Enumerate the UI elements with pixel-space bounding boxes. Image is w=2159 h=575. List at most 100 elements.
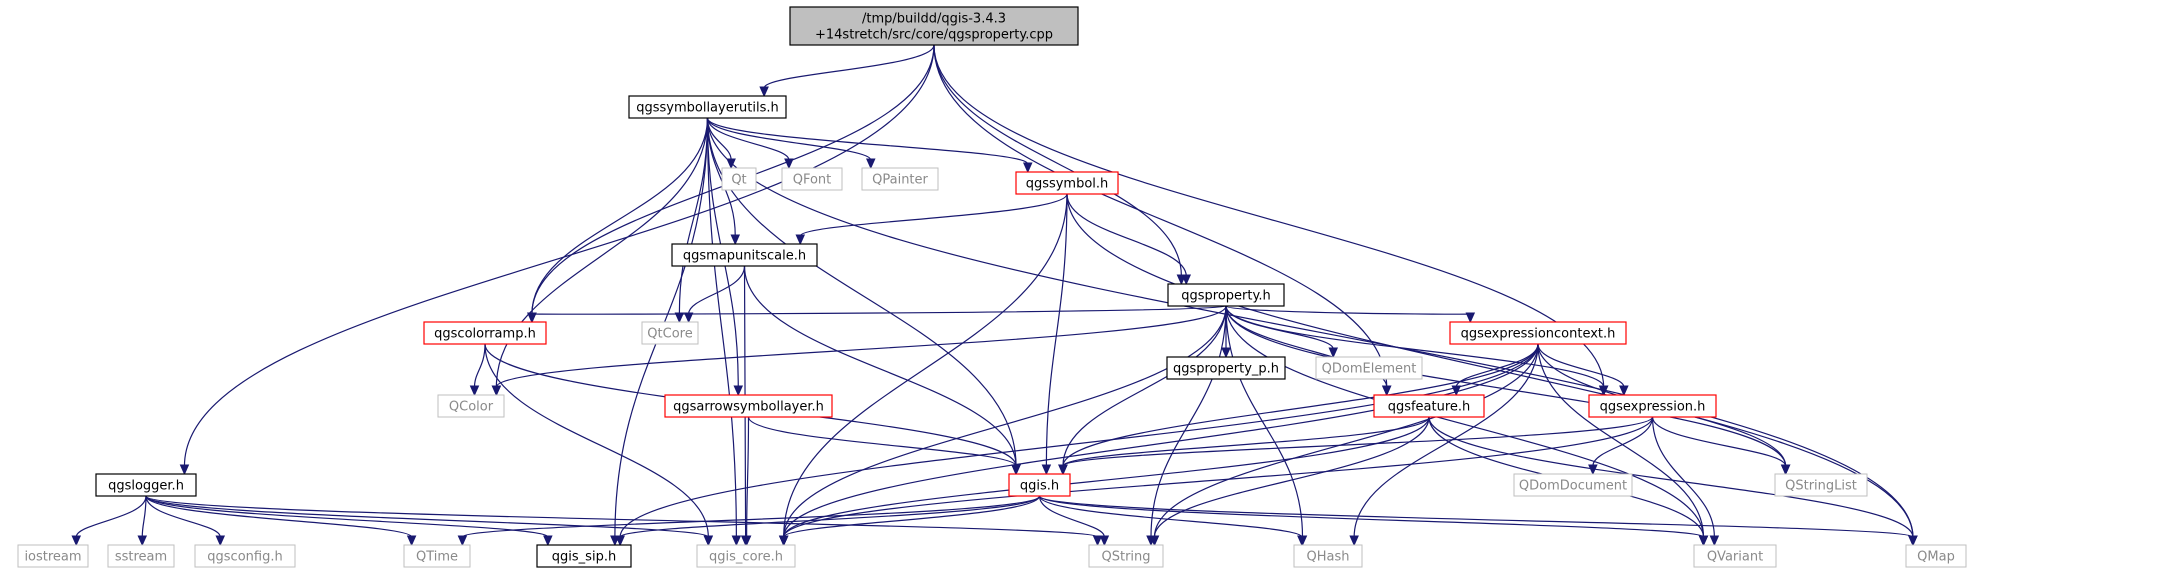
edge-qgsexpressioncontext-to-qgis_sip: [619, 343, 1539, 538]
edge-qgsproperty-to-qvariant: [1225, 305, 1705, 538]
arrowhead-qgsproperty-to-qgscolorramp: [527, 312, 537, 324]
edge-qgis-to-qgis_sip: [619, 495, 1041, 538]
edge-qgsexpressioncontext-to-qstring: [1153, 343, 1539, 538]
node-box-qdomelement: [1315, 356, 1423, 380]
node-box-qgsexpressioncontext: [1449, 321, 1627, 345]
node-label-qgsmapunitscale: qgsmapunitscale.h: [683, 249, 806, 264]
node-box-qdomdocument: [1513, 473, 1633, 497]
node-label-qgsproperty: qgsproperty.h: [1181, 289, 1270, 304]
arrowhead-qgssymbollayerutils-to-qgsmapunitscale: [730, 234, 741, 246]
node-box-qmap: [1905, 544, 1967, 568]
node-qgsmapunitscale[interactable]: qgsmapunitscale.h: [671, 243, 818, 267]
node-label-qpainter: QPainter: [872, 173, 928, 188]
edge-root-to-qgsfeature: [933, 44, 1388, 388]
arrowhead-qgsexpression-to-qdomdocument: [1588, 464, 1598, 476]
node-label-qfont: QFont: [793, 173, 832, 188]
node-label-qstring: QString: [1101, 550, 1150, 565]
arrowhead-qgis-to-qmap: [1908, 535, 1918, 547]
node-box-qgis_core: [696, 544, 796, 568]
node-qgsconfig: qgsconfig.h: [194, 544, 296, 568]
node-qgssymbollayerutils[interactable]: qgssymbollayerutils.h: [628, 95, 787, 119]
edge-qgslogger-to-qgis_sip: [145, 495, 549, 538]
edge-qgssymbollayerutils-to-qt: [706, 117, 732, 161]
arrowhead-qgslogger-to-qstring: [1092, 535, 1103, 547]
arrowhead-qgsarrowsymbollayer-to-qgis: [1011, 464, 1021, 476]
node-qpainter: QPainter: [861, 167, 939, 191]
node-qgis_sip[interactable]: qgis_sip.h: [536, 544, 632, 568]
node-qgsexpression[interactable]: qgsexpression.h: [1588, 394, 1717, 418]
node-qgis[interactable]: qgis.h: [1008, 473, 1071, 497]
node-label-qgssymbol: qgssymbol.h: [1026, 177, 1109, 192]
arrowhead-qgsproperty-to-qgsfeature: [1381, 385, 1392, 397]
edge-qgslogger-to-qstring: [145, 495, 1099, 538]
arrowhead-qgslogger-to-sstream: [137, 535, 148, 547]
node-root[interactable]: /tmp/buildd/qgis-3.4.3+14stretch/src/cor…: [789, 6, 1079, 46]
edge-qgsproperty-to-qgis: [1062, 305, 1227, 467]
edge-qgsfeature-to-qgis: [1062, 416, 1430, 467]
arrowhead-qgslogger-to-qtime: [406, 535, 417, 547]
edge-qgsproperty-to-qgis_core: [783, 305, 1227, 538]
node-qgslogger[interactable]: qgslogger.h: [95, 473, 197, 497]
node-sstream: sstream: [107, 544, 175, 568]
edge-qgssymbollayerutils-to-qpainter: [706, 117, 872, 161]
node-label-qtime: QTime: [416, 550, 458, 565]
edge-qgslogger-to-qgis_core: [145, 495, 709, 538]
node-label-qgsconfig: qgsconfig.h: [207, 550, 282, 565]
edge-qgssymbollayerutils-to-qfont: [706, 117, 790, 161]
edge-qgssymbol-to-qgsmapunitscale: [799, 193, 1068, 237]
edge-qgis-to-qhash: [1038, 495, 1303, 538]
node-label-qvariant: QVariant: [1707, 550, 1763, 565]
node-qdomelement: QDomElement: [1315, 356, 1423, 380]
node-qgis_core: qgis_core.h: [696, 544, 796, 568]
node-box-qhash: [1293, 544, 1363, 568]
node-box-qtime: [403, 544, 471, 568]
node-box-qgis_sip: [536, 544, 632, 568]
arrowhead-qgslogger-to-qgis_core: [703, 535, 714, 547]
node-iostream: iostream: [17, 544, 89, 568]
node-label-qt: Qt: [731, 173, 746, 188]
node-qstringlist: QStringList: [1774, 473, 1868, 497]
node-qgsfeature[interactable]: qgsfeature.h: [1373, 394, 1485, 418]
node-label-qgis_sip: qgis_sip.h: [552, 550, 616, 565]
arrowhead-qgis-to-qhash: [1297, 535, 1307, 547]
node-qtcore: QtCore: [641, 321, 699, 345]
edge-qgsproperty-to-qcolor: [495, 305, 1227, 388]
edge-qgssymbollayerutils-to-qgis_core: [706, 117, 737, 538]
node-box-qpainter: [861, 167, 939, 191]
node-qgsarrowsymbollayer[interactable]: qgsarrowsymbollayer.h: [664, 394, 833, 418]
node-box-qgssymbollayerutils: [628, 95, 787, 119]
node-label-qhash: QHash: [1307, 550, 1350, 565]
node-qgscolorramp[interactable]: qgscolorramp.h: [423, 321, 547, 345]
arrowhead-root-to-qgssymbollayerutils: [759, 86, 769, 98]
node-label-qgis: qgis.h: [1020, 479, 1059, 494]
edge-qgsexpression-to-qgis: [1062, 416, 1654, 467]
node-box-qgsarrowsymbollayer: [664, 394, 833, 418]
node-qgsproperty_p[interactable]: qgsproperty_p.h: [1166, 356, 1286, 380]
node-qgssymbol[interactable]: qgssymbol.h: [1015, 171, 1119, 195]
arrowhead-qgslogger-to-qgis_sip: [543, 535, 553, 547]
arrowhead-qgssymbollayerutils-to-qfont: [784, 158, 794, 170]
arrowhead-qgsproperty-to-qcolor: [491, 385, 502, 397]
node-label-root: /tmp/buildd/qgis-3.4.3: [862, 12, 1006, 27]
node-qgsexpressioncontext[interactable]: qgsexpressioncontext.h: [1449, 321, 1627, 345]
node-label-qtcore: QtCore: [647, 327, 692, 342]
arrowhead-qgsmapunitscale-to-qtcore: [683, 312, 694, 324]
arrowhead-qgssymbollayerutils-to-qgis_core: [731, 535, 742, 547]
node-box-qgssymbol: [1015, 171, 1119, 195]
edge-qgsfeature-to-qmap: [1428, 416, 1914, 538]
edge-qgsmapunitscale-to-qgis: [743, 265, 1017, 467]
node-box-qstringlist: [1774, 473, 1868, 497]
arrowhead-qgis-to-qtime: [457, 535, 468, 547]
node-label-qgslogger: qgslogger.h: [108, 479, 184, 494]
edge-qgis-to-qmap: [1038, 495, 1914, 538]
node-qt: Qt: [721, 167, 757, 191]
node-qtime: QTime: [403, 544, 471, 568]
edge-qgis-to-qgis_core: [783, 495, 1041, 538]
edge-root-to-qgsproperty: [933, 44, 1182, 277]
edge-qgsproperty-to-qstringlist: [1225, 305, 1787, 467]
arrowhead-qgssymbol-to-qgis: [1041, 464, 1052, 476]
node-qgsproperty[interactable]: qgsproperty.h: [1167, 283, 1285, 307]
arrowhead-qgssymbollayerutils-to-qtcore: [674, 312, 685, 324]
edge-qgsproperty-to-qgscolorramp: [531, 305, 1227, 315]
node-label-qgis_core: qgis_core.h: [709, 550, 783, 565]
